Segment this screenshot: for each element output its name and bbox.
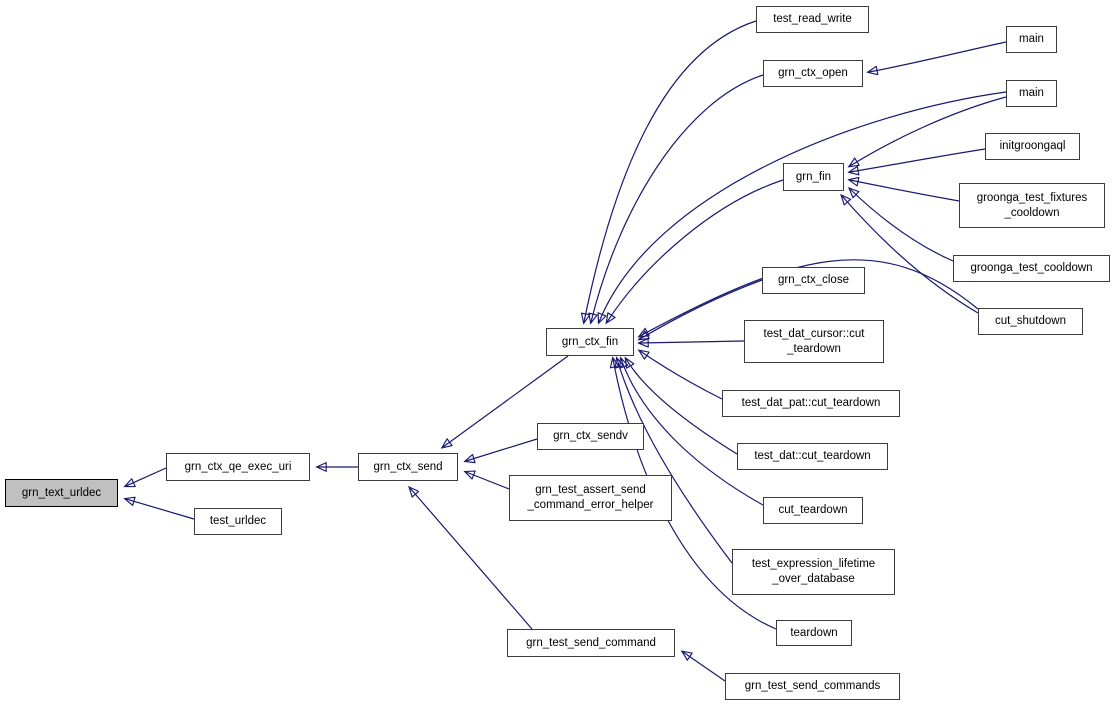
- edge-grn_test_send_command-to-grn_ctx_send: [410, 488, 533, 630]
- node-label: _cooldown: [1004, 206, 1060, 219]
- edge-cut_teardown-to-grn_ctx_fin: [621, 359, 764, 506]
- node-test_expression_lifetime_over_database[interactable]: test_expression_lifetime _over_database: [732, 549, 895, 595]
- node-groonga_test_cooldown[interactable]: groonga_test_cooldown: [953, 255, 1110, 282]
- node-label: grn_ctx_fin: [561, 335, 619, 348]
- node-main-1[interactable]: main: [1006, 26, 1057, 53]
- node-label: groonga_test_cooldown: [970, 262, 1093, 274]
- node-test_urldec[interactable]: test_urldec: [194, 508, 282, 535]
- node-cut_shutdown[interactable]: cut_shutdown: [978, 308, 1083, 335]
- edge-test_expression_lifetime_over_database-to-grn_ctx_fin: [617, 359, 733, 564]
- edge-initgroongaql-to-grn_fin: [850, 148, 986, 172]
- node-label: grn_test_send_commands: [744, 680, 881, 692]
- edge-grn_ctx_fin-to-grn_ctx_send: [443, 355, 569, 447]
- node-label: test_expression_lifetime: [751, 558, 876, 570]
- edge-grn_test_send_commands-to-grn_test_send_command: [683, 652, 726, 682]
- node-grn_text_urldec: grn_text_urldec: [5, 479, 118, 507]
- edge-groonga_test_fixtures_cooldown-to-grn_fin: [850, 180, 960, 202]
- node-grn_test_assert_send_command_error_helper[interactable]: grn_test_assert_send _command_error_helpe…: [509, 475, 672, 521]
- node-grn_ctx_qe_exec_uri[interactable]: grn_ctx_qe_exec_uri: [166, 453, 310, 481]
- node-label: cut_teardown: [778, 504, 848, 516]
- node-label: _teardown: [787, 342, 841, 355]
- edge-test_dat_cut_teardown-to-grn_ctx_fin: [626, 359, 738, 455]
- node-grn_test_send_command[interactable]: grn_test_send_command: [507, 629, 675, 657]
- edge-test_read_write-to-grn_ctx_fin: [584, 20, 757, 322]
- node-cut_teardown[interactable]: cut_teardown: [763, 497, 863, 524]
- edge-grn_fin-to-grn_ctx_fin: [607, 179, 784, 322]
- node-label: teardown: [790, 626, 838, 639]
- edge-grn_ctx_sendv-to-grn_ctx_send: [466, 438, 538, 461]
- edge-test_urldec-to-grn_text_urldec: [126, 499, 195, 520]
- edge-cut_shutdown-to-grn_ctx_fin: [640, 259, 979, 336]
- node-label: test_dat_cursor::cut: [763, 327, 865, 340]
- edge-cut_shutdown-to-grn_fin: [842, 196, 979, 314]
- node-grn_ctx_sendv[interactable]: grn_ctx_sendv: [537, 423, 644, 450]
- node-label: grn_ctx_send: [373, 460, 443, 473]
- node-main-2[interactable]: main: [1006, 80, 1057, 107]
- node-grn_ctx_send[interactable]: grn_ctx_send: [358, 453, 458, 481]
- node-grn_fin[interactable]: grn_fin: [783, 163, 844, 191]
- node-test_dat_pat_cut_teardown[interactable]: test_dat_pat::cut_teardown: [722, 390, 900, 417]
- node-label: cut_shutdown: [995, 315, 1066, 327]
- node-label: grn_text_urldec: [21, 486, 102, 499]
- node-groonga_test_fixtures_cooldown[interactable]: groonga_test_fixtures _cooldown: [959, 183, 1105, 228]
- node-label: grn_ctx_close: [778, 274, 849, 286]
- edge-main-1-to-grn_ctx_open: [869, 41, 1007, 72]
- node-label: test_dat_pat::cut_teardown: [741, 397, 881, 409]
- node-label: grn_fin: [795, 170, 832, 183]
- node-label: initgroongaql: [999, 140, 1066, 152]
- edge-test_dat_cursor_cut_teardown-to-grn_ctx_fin: [640, 341, 745, 343]
- edge-main-2-to-grn_fin: [850, 96, 1007, 166]
- edge-grn_test_assert_send_command_error_helper-to-grn_ctx_send: [466, 472, 510, 490]
- node-initgroongaql[interactable]: initgroongaql: [985, 133, 1080, 160]
- node-test_dat_cursor_cut_teardown[interactable]: test_dat_cursor::cut_teardown: [744, 320, 884, 363]
- node-grn_ctx_fin[interactable]: grn_ctx_fin: [546, 328, 634, 356]
- node-label: test_read_write: [773, 13, 852, 25]
- node-grn_ctx_open[interactable]: grn_ctx_open: [763, 60, 863, 87]
- node-label: test_urldec: [209, 515, 267, 527]
- node-label: _command_error_helper: [527, 499, 654, 511]
- node-grn_ctx_close[interactable]: grn_ctx_close: [762, 267, 865, 294]
- node-label: grn_ctx_qe_exec_uri: [184, 460, 292, 473]
- edge-grn_ctx_qe_exec_uri-to-grn_text_urldec: [126, 467, 167, 486]
- node-grn_test_send_commands[interactable]: grn_test_send_commands: [725, 673, 900, 700]
- node-label: _over_database: [772, 573, 855, 585]
- node-label: grn_test_send_command: [526, 636, 656, 649]
- node-teardown[interactable]: teardown: [776, 620, 852, 646]
- node-test_dat_cut_teardown[interactable]: test_dat::cut_teardown: [737, 443, 888, 470]
- node-label: groonga_test_fixtures: [976, 191, 1088, 204]
- edge-groonga_test_cooldown-to-grn_fin: [850, 189, 954, 262]
- edge-test_dat_pat_cut_teardown-to-grn_ctx_fin: [640, 351, 723, 400]
- edge-grn_ctx_open-to-grn_ctx_fin: [591, 74, 764, 322]
- node-label: test_dat::cut_teardown: [754, 450, 871, 462]
- node-label: main: [1019, 87, 1044, 99]
- edge-main-2-to-grn_ctx_fin: [599, 91, 1007, 322]
- edge-grn_ctx_close-to-grn_ctx_fin: [640, 279, 763, 339]
- node-label: main: [1019, 33, 1044, 45]
- node-label: grn_ctx_sendv: [553, 430, 628, 442]
- node-test_read_write[interactable]: test_read_write: [756, 6, 869, 33]
- node-label: grn_test_assert_send: [535, 484, 646, 496]
- node-label: grn_ctx_open: [778, 67, 848, 79]
